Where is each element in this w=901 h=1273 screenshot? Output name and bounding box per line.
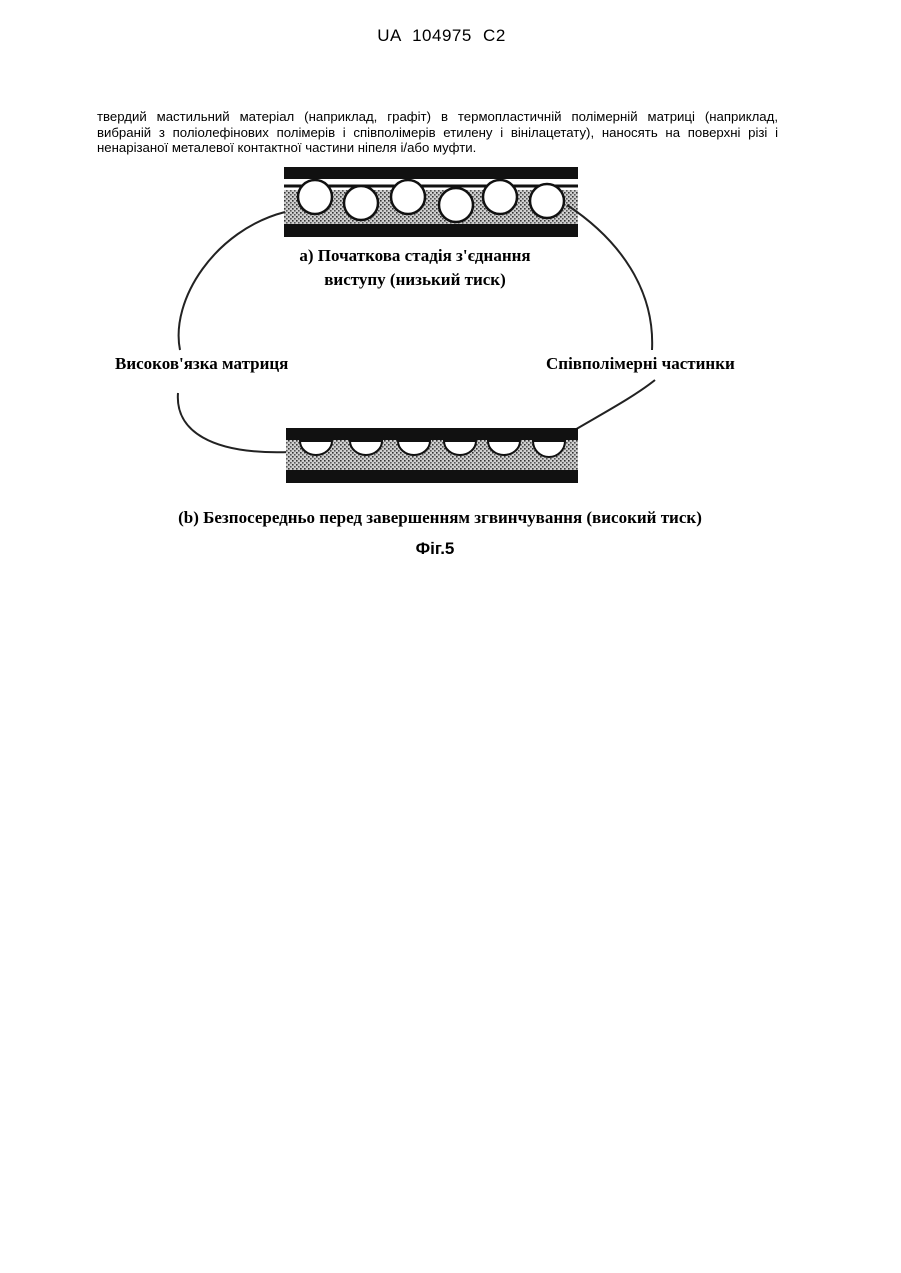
stage-b-label: (b) Безпосередньо перед завершенням згви… (178, 508, 702, 527)
particle (344, 186, 378, 220)
document-header: UA 104975 C2 (0, 26, 883, 46)
connector-matrix-b (178, 393, 290, 452)
figure-5-diagram: а) Початкова стадія з'єднання виступу (н… (100, 160, 790, 535)
stage-a-diagram (284, 167, 578, 237)
stage-a-label-line1: а) Початкова стадія з'єднання (299, 246, 530, 265)
figure-caption: Фіг.5 (0, 539, 870, 559)
connector-particles-a (567, 205, 652, 350)
particle (530, 184, 564, 218)
particle (298, 180, 332, 214)
particle (439, 188, 473, 222)
particle (391, 180, 425, 214)
stage-b-diagram (286, 428, 578, 483)
body-paragraph: твердий мастильний матеріал (наприклад, … (97, 109, 778, 156)
label-copolymer-particles: Співполімерні частинки (546, 354, 735, 373)
stage-a-label-line2: виступу (низький тиск) (324, 270, 506, 289)
stage-a-bottom-plate (284, 224, 578, 237)
stage-a-top-plate (284, 167, 578, 179)
particle (483, 180, 517, 214)
stage-b-top-plate (286, 428, 578, 440)
stage-b-bottom-plate (286, 470, 578, 483)
label-high-viscosity-matrix: Високов'язка матриця (115, 354, 288, 373)
connector-matrix-a (179, 212, 285, 350)
